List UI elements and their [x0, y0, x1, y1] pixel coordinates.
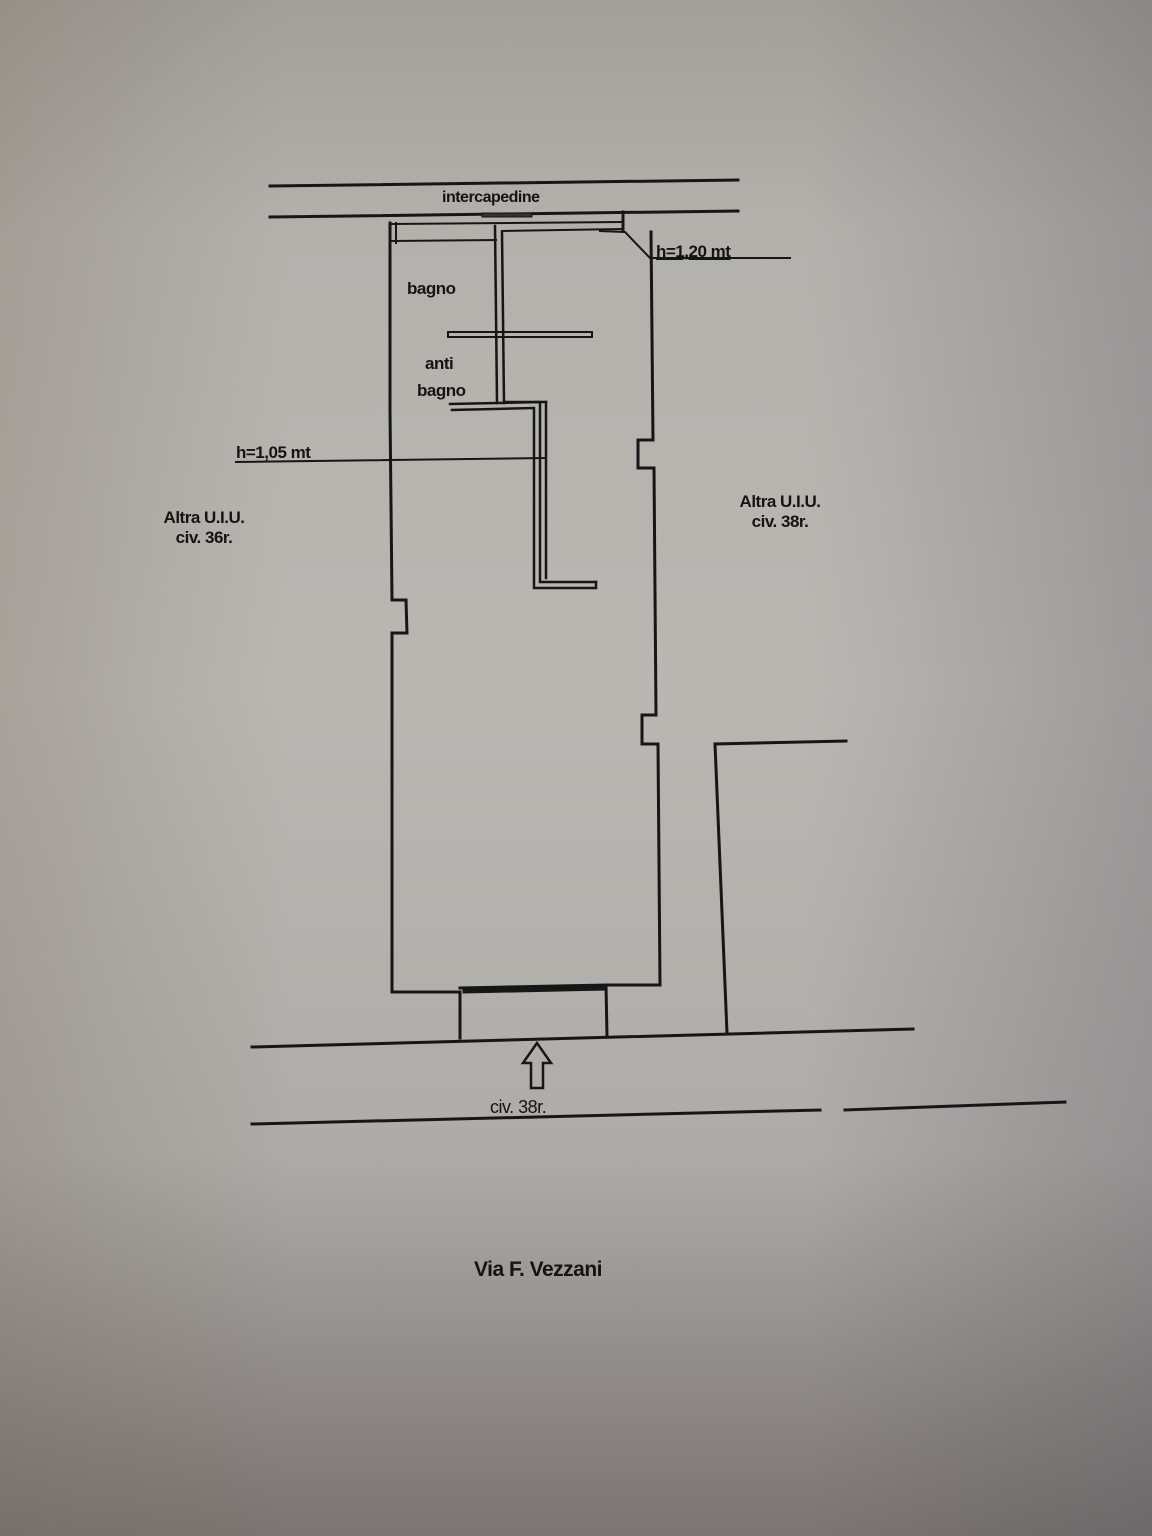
intercapedine-vent: [481, 212, 533, 218]
neighbor-right-label: Altra U.I.U. civ. 38r.: [716, 492, 844, 531]
bagno-partition-b: [500, 230, 506, 405]
neighbor-right-wall: [713, 739, 848, 1035]
entrance-civic-label: civ. 38r.: [490, 1097, 547, 1117]
top-wall-bagno: [390, 238, 498, 243]
height-mid-leader: [234, 456, 547, 464]
height-mid-label: h=1,05 mt: [236, 443, 311, 462]
room-anti-bagno-label: bagno: [417, 381, 466, 400]
bottom-wall-left: [390, 990, 462, 1040]
intercapedine-label: intercapedine: [442, 189, 540, 206]
neighbor-left-label: Altra U.I.U. civ. 36r.: [140, 508, 268, 547]
street-line-lower-left: [250, 1108, 822, 1126]
bagno-divider: [447, 331, 593, 338]
inner-wall-l-inner: [450, 406, 598, 590]
bagno-partition-a: [493, 224, 499, 405]
entrance-threshold: [462, 985, 607, 994]
left-wall: [388, 241, 409, 994]
entrance-arrow-icon: [520, 1040, 554, 1090]
top-wall-outer: [390, 220, 624, 226]
right-wall: [636, 230, 662, 987]
neighbor-left-line2: civ. 36r.: [175, 527, 233, 547]
room-anti-label: anti: [425, 354, 454, 373]
height-top-leader: [598, 229, 791, 259]
street-name-label: Via F. Vezzani: [474, 1258, 603, 1281]
neighbor-left-line1: Altra U.I.U.: [163, 508, 245, 527]
intercapedine-line-top: [268, 178, 740, 188]
street-line-lower-right: [843, 1100, 1067, 1112]
room-bagno-label: bagno: [407, 279, 456, 298]
neighbor-right-line2: civ. 38r.: [751, 511, 809, 531]
inner-wall-l-outer: [448, 400, 598, 584]
height-top-label: h=1,20 mt: [656, 242, 731, 261]
top-wall-inner: [500, 227, 624, 233]
neighbor-right-line1: Altra U.I.U.: [739, 492, 821, 511]
street-line-upper: [250, 1027, 915, 1049]
